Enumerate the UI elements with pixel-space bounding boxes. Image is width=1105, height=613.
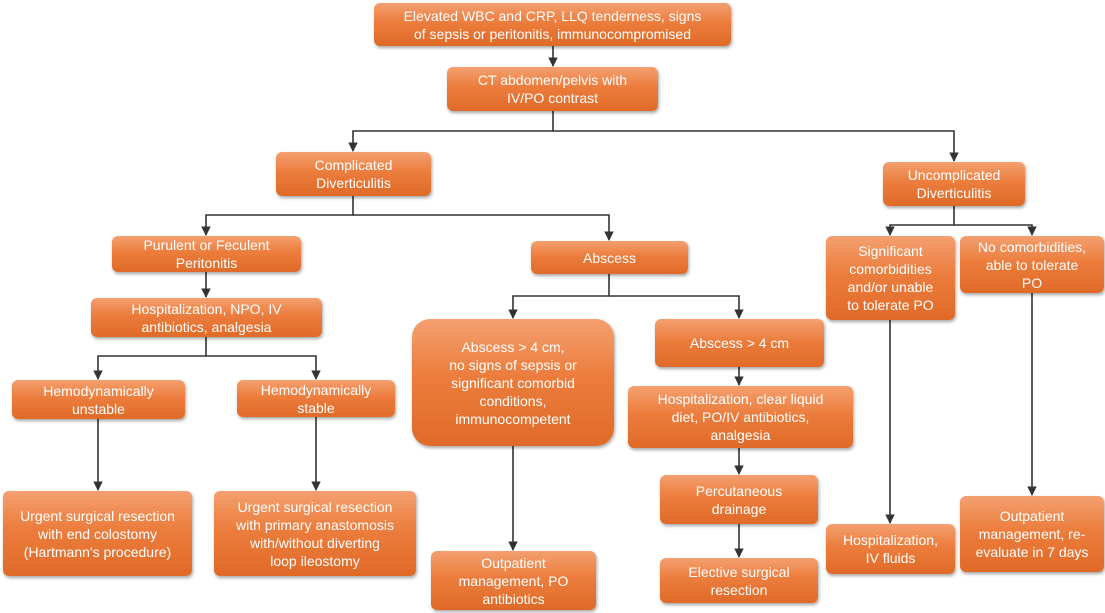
node-hosp-iv: Hospitalization, IV fluids	[826, 524, 955, 574]
arrow-hosp-unstable	[93, 337, 207, 380]
node-hosp-clear: Hospitalization, clear liquid diet, PO/I…	[628, 386, 853, 448]
node-no-comorb: No comorbidities, able to tolerate PO	[960, 236, 1104, 293]
node-root: Elevated WBC and CRP, LLQ tenderness, si…	[374, 3, 731, 46]
arrow-abscess-large	[609, 295, 744, 319]
arrow-complicated-peritonitis	[201, 196, 354, 236]
node-abscess: Abscess	[531, 241, 688, 274]
arrow-ct-uncomplicated	[553, 130, 959, 162]
node-hemo-stable: Hemodynamically stable	[237, 380, 395, 417]
arrow-uncomplicated-no	[954, 224, 1037, 236]
node-abscess-small: Abscess > 4 cm, no signs of sepsis or si…	[412, 319, 614, 446]
arrow-uncomplicated-sig	[885, 206, 955, 236]
arrow-abscess-small	[508, 274, 610, 319]
node-abscess-large: Abscess > 4 cm	[655, 319, 824, 367]
node-hartmann: Urgent surgical resection with end colos…	[3, 491, 192, 576]
node-hosp-npo: Hospitalization, NPO, IV antibiotics, an…	[91, 298, 322, 337]
node-outpatient-reeval: Outpatient management, re- evaluate in 7…	[960, 496, 1104, 572]
node-outpatient-po: Outpatient management, PO antibiotics	[431, 551, 596, 610]
node-peritonitis: Purulent or Feculent Peritonitis	[112, 236, 301, 272]
node-complicated: Complicated Diverticulitis	[276, 152, 431, 196]
node-sig-comorb: Significant comorbidities and/or unable …	[826, 236, 955, 320]
arrow-complicated-abscess	[353, 214, 614, 241]
arrow-ct-complicated	[348, 111, 554, 152]
node-uncomplicated: Uncomplicated Diverticulitis	[883, 162, 1025, 206]
node-ct: CT abdomen/pelvis with IV/PO contrast	[447, 67, 658, 111]
node-primary-anastomosis: Urgent surgical resection with primary a…	[214, 491, 416, 576]
node-perc-drainage: Percutaneous drainage	[660, 475, 818, 524]
node-hemo-unstable: Hemodynamically unstable	[12, 380, 185, 419]
node-elective: Elective surgical resection	[660, 558, 818, 603]
arrow-hosp-stable	[206, 355, 321, 380]
